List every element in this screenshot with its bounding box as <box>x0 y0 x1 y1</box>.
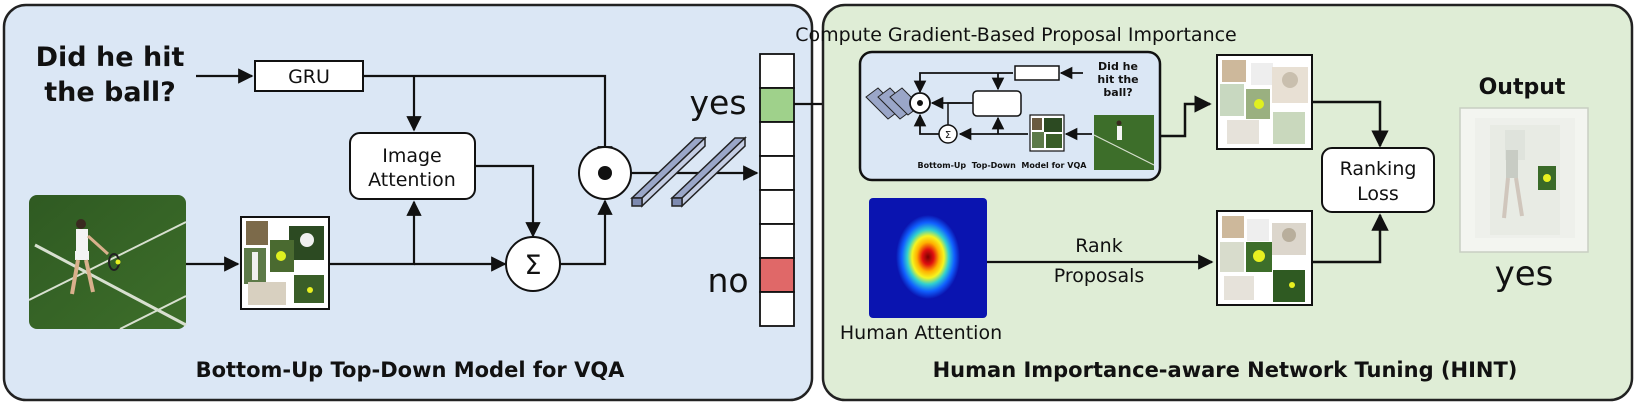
gradient-importance-title: Compute Gradient-Based Proposal Importan… <box>795 24 1237 46</box>
answer-no-label: no <box>707 261 748 300</box>
mini-question-line3: ball? <box>1103 86 1132 99</box>
rank-label-line1: Rank <box>1075 235 1122 257</box>
human-ranked-proposals <box>1216 210 1313 306</box>
ranking-loss-label-line1: Ranking <box>1340 158 1417 180</box>
mini-attention-box <box>972 90 1022 117</box>
rank-label-line2: Proposals <box>1054 265 1145 287</box>
mini-gru-box <box>1014 65 1060 81</box>
input-image <box>28 195 187 330</box>
mini-caption: Bottom-Up Top-Down Model for VQA <box>918 161 1088 170</box>
sum-symbol: Σ <box>524 250 541 281</box>
mini-question-line2: hit the <box>1097 73 1138 86</box>
output-image <box>1459 107 1589 253</box>
arrow-mini-proposals <box>1160 95 1212 138</box>
arrow-proposals-loss <box>1312 100 1389 148</box>
output-answer: yes <box>1495 254 1554 294</box>
answer-vector <box>759 53 795 327</box>
fc-layer-2 <box>670 136 747 208</box>
mini-proposals <box>1029 114 1065 152</box>
human-attention-heatmap <box>869 198 987 318</box>
arrow-sum-product <box>560 199 613 266</box>
human-attention-label: Human Attention <box>840 322 1002 344</box>
question-text: Did he hit <box>36 42 185 73</box>
answer-yes-label: yes <box>689 83 746 122</box>
right-panel-caption: Human Importance-aware Network Tuning (H… <box>933 358 1518 382</box>
gru-label: GRU <box>288 66 330 88</box>
ranking-loss-box <box>1321 147 1435 213</box>
fc-layer-1 <box>630 136 707 208</box>
arrow-attention-sum <box>475 164 541 238</box>
output-title: Output <box>1479 75 1566 100</box>
gradient-ranked-proposals <box>1216 54 1313 150</box>
proposal-crops <box>240 216 330 310</box>
ranking-loss-label-line2: Loss <box>1357 183 1399 205</box>
question-text-line2: the ball? <box>44 77 176 108</box>
arrow-gru-product <box>363 74 613 162</box>
image-attention-label-line2: Attention <box>368 169 456 191</box>
left-panel-caption: Bottom-Up Top-Down Model for VQA <box>196 358 626 382</box>
image-attention-label-line1: Image <box>382 145 442 167</box>
svg-text:Σ: Σ <box>945 130 951 141</box>
mini-input-image <box>1093 115 1155 170</box>
gru-box <box>254 60 364 92</box>
mini-question-line1: Did he <box>1098 60 1138 73</box>
arrow-proposals-loss-2 <box>1312 213 1389 264</box>
